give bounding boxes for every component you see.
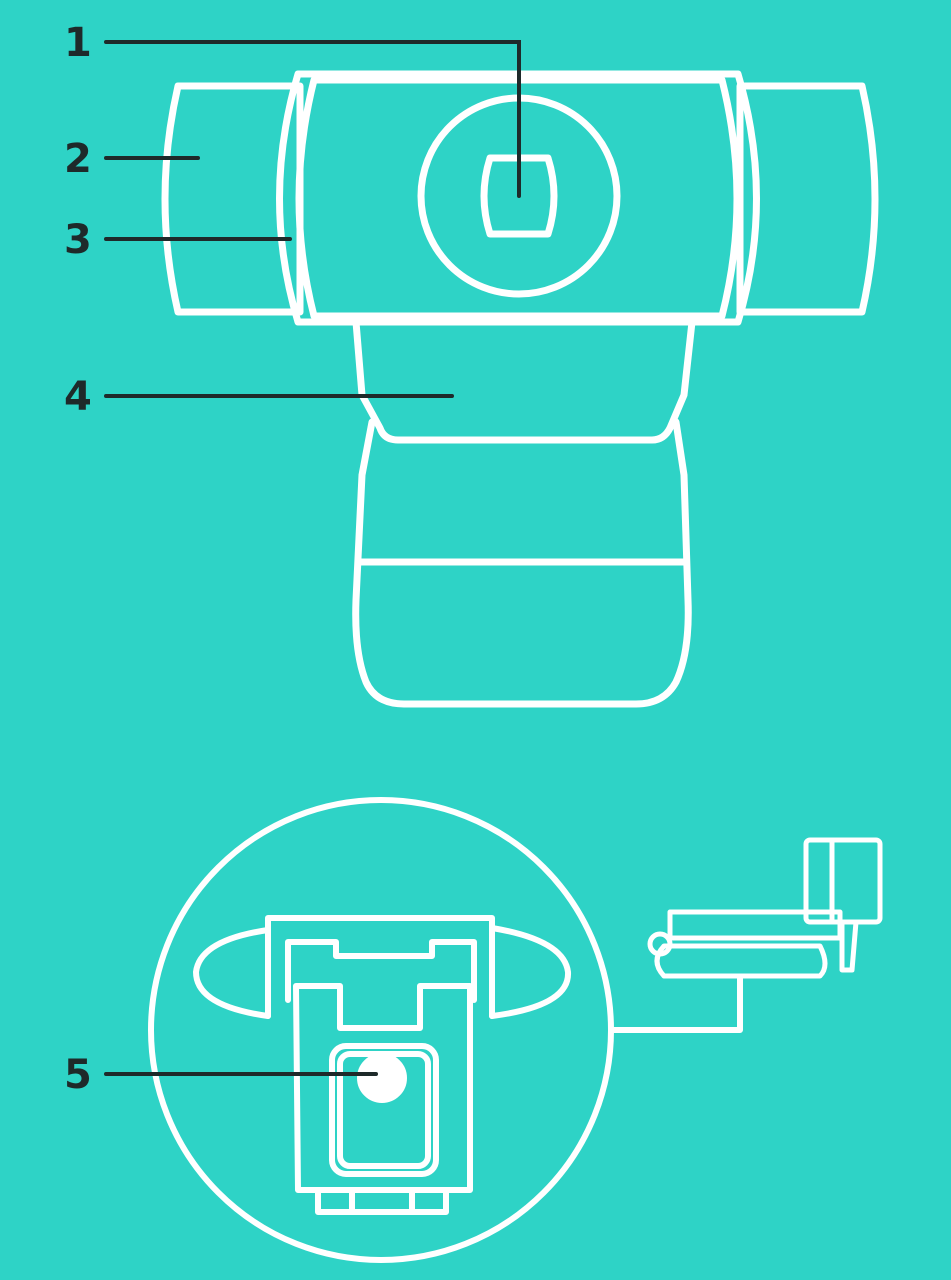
clip-foot <box>315 1187 449 1215</box>
right-wing <box>489 925 572 1019</box>
side-clip-leg <box>839 919 859 973</box>
hinge-body <box>293 983 473 1193</box>
callout-number-2: 2 <box>64 136 92 182</box>
callout-number-3: 3 <box>64 217 92 263</box>
right-side-panel <box>736 82 879 316</box>
tripod-detail-view <box>148 797 743 1263</box>
webcam-side-view <box>647 837 883 979</box>
webcam-front-view <box>161 70 879 708</box>
callout-numbers: 1 2 3 4 5 <box>64 20 92 1098</box>
camera-front-face <box>295 76 741 320</box>
lens <box>480 154 558 238</box>
callout-line-1 <box>104 40 521 198</box>
callout-number-5: 5 <box>64 1052 92 1098</box>
base-plate <box>265 915 495 1019</box>
tripod-thread <box>357 1053 407 1103</box>
camera-rim <box>276 70 760 326</box>
detail-connector <box>609 975 743 1033</box>
tripod-thread-plate <box>329 1043 439 1177</box>
left-wing <box>193 927 271 1019</box>
mounting-clip-upper <box>352 318 696 444</box>
callout-number-4: 4 <box>64 374 92 420</box>
left-side-panel <box>161 82 304 316</box>
mounting-clip-lower <box>352 418 692 708</box>
base-plate-inner <box>285 939 477 1003</box>
callout-number-1: 1 <box>64 20 92 66</box>
side-clip-hinge <box>647 931 673 957</box>
callout-lines <box>104 40 521 1076</box>
